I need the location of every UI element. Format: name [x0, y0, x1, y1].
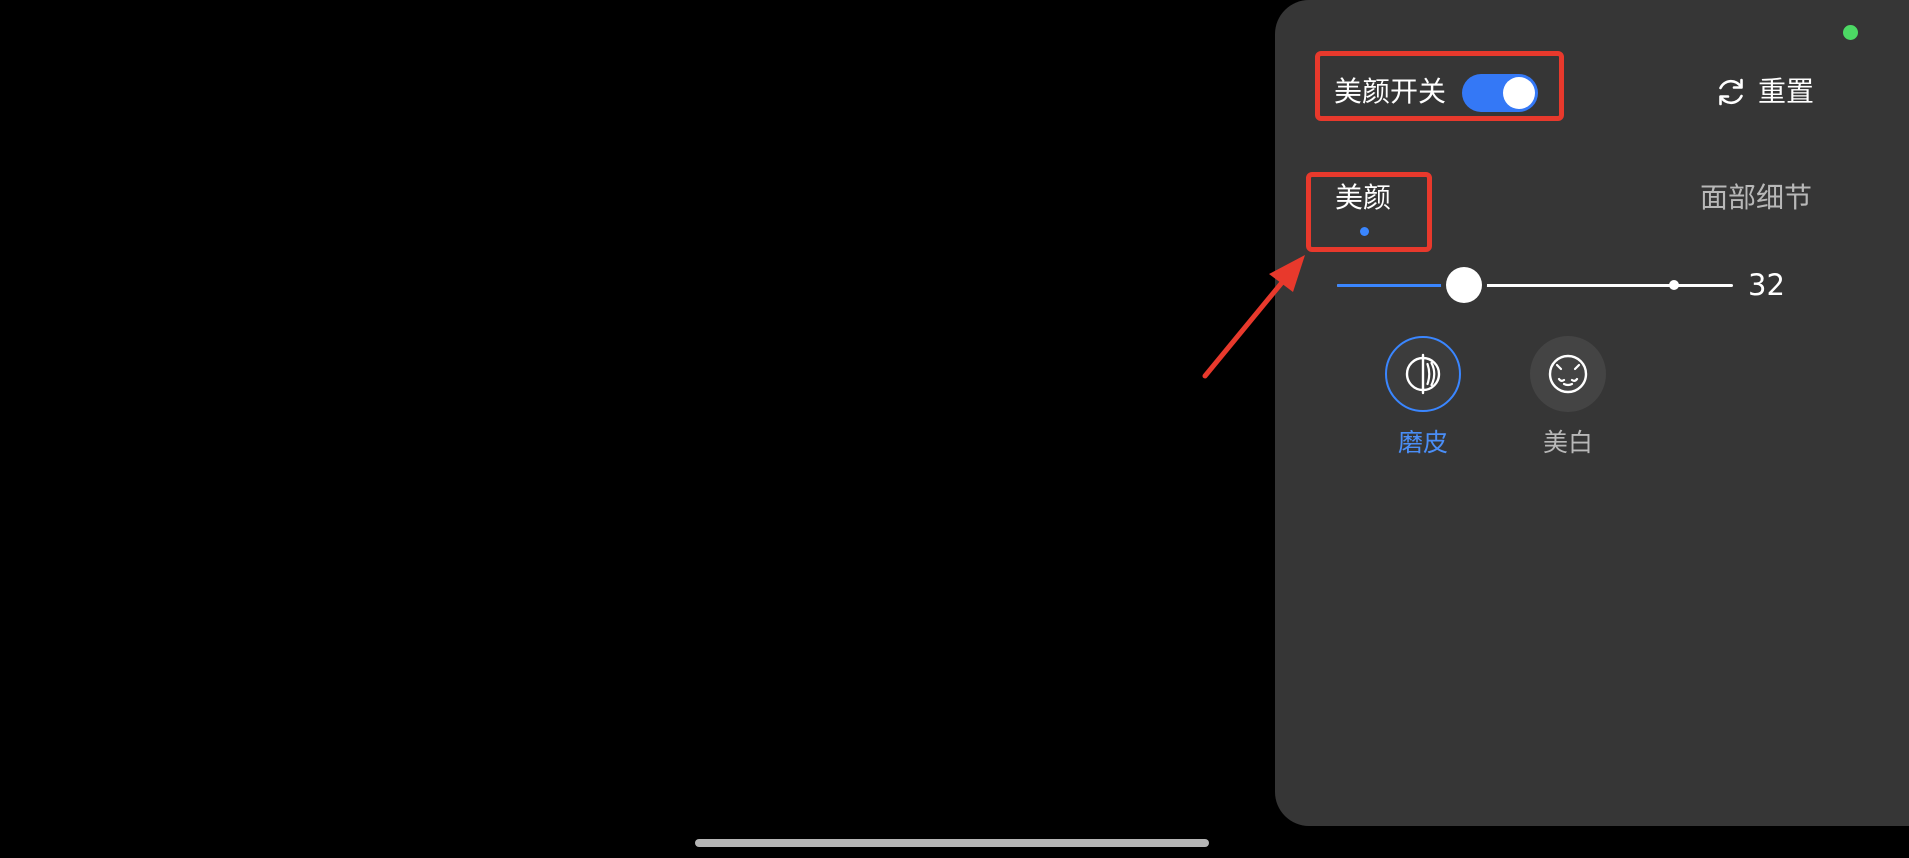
slider-fill	[1337, 284, 1446, 287]
intensity-slider[interactable]	[1337, 265, 1733, 305]
reset-label: 重置	[1758, 75, 1815, 108]
slider-value: 32	[1748, 268, 1785, 302]
beauty-switch-label: 美颜开关	[1334, 75, 1447, 108]
beauty-switch-toggle[interactable]	[1462, 74, 1538, 112]
feature-whitening[interactable]: 美白	[1513, 336, 1623, 460]
status-indicator-dot	[1843, 25, 1858, 40]
feature-skin-smoothing-label: 磨皮	[1397, 428, 1448, 457]
slider-thumb[interactable]	[1445, 267, 1482, 303]
feature-skin-smoothing[interactable]: 磨皮	[1368, 336, 1478, 460]
feature-skin-smoothing-circle	[1385, 336, 1461, 412]
face-whitening-icon	[1548, 354, 1588, 394]
annotation-arrow	[1202, 255, 1305, 379]
slider-track	[1337, 284, 1733, 287]
feature-whitening-circle	[1530, 336, 1606, 412]
tab-beauty[interactable]: 美颜	[1335, 181, 1392, 214]
beauty-settings-panel	[1275, 0, 1909, 826]
annotation-box-switch	[1315, 51, 1564, 121]
toggle-knob	[1503, 77, 1535, 109]
refresh-icon	[1719, 78, 1743, 106]
tab-selected-indicator	[1360, 227, 1369, 236]
feature-whitening-label: 美白	[1542, 428, 1593, 457]
annotation-box-tab	[1306, 172, 1432, 252]
slider-default-marker	[1668, 280, 1679, 290]
skin-smoothing-icon	[1405, 353, 1441, 395]
tab-face-details[interactable]: 面部细节	[1700, 181, 1813, 214]
reset-button[interactable]: 重置	[1714, 72, 1814, 112]
home-indicator[interactable]	[695, 839, 1209, 847]
